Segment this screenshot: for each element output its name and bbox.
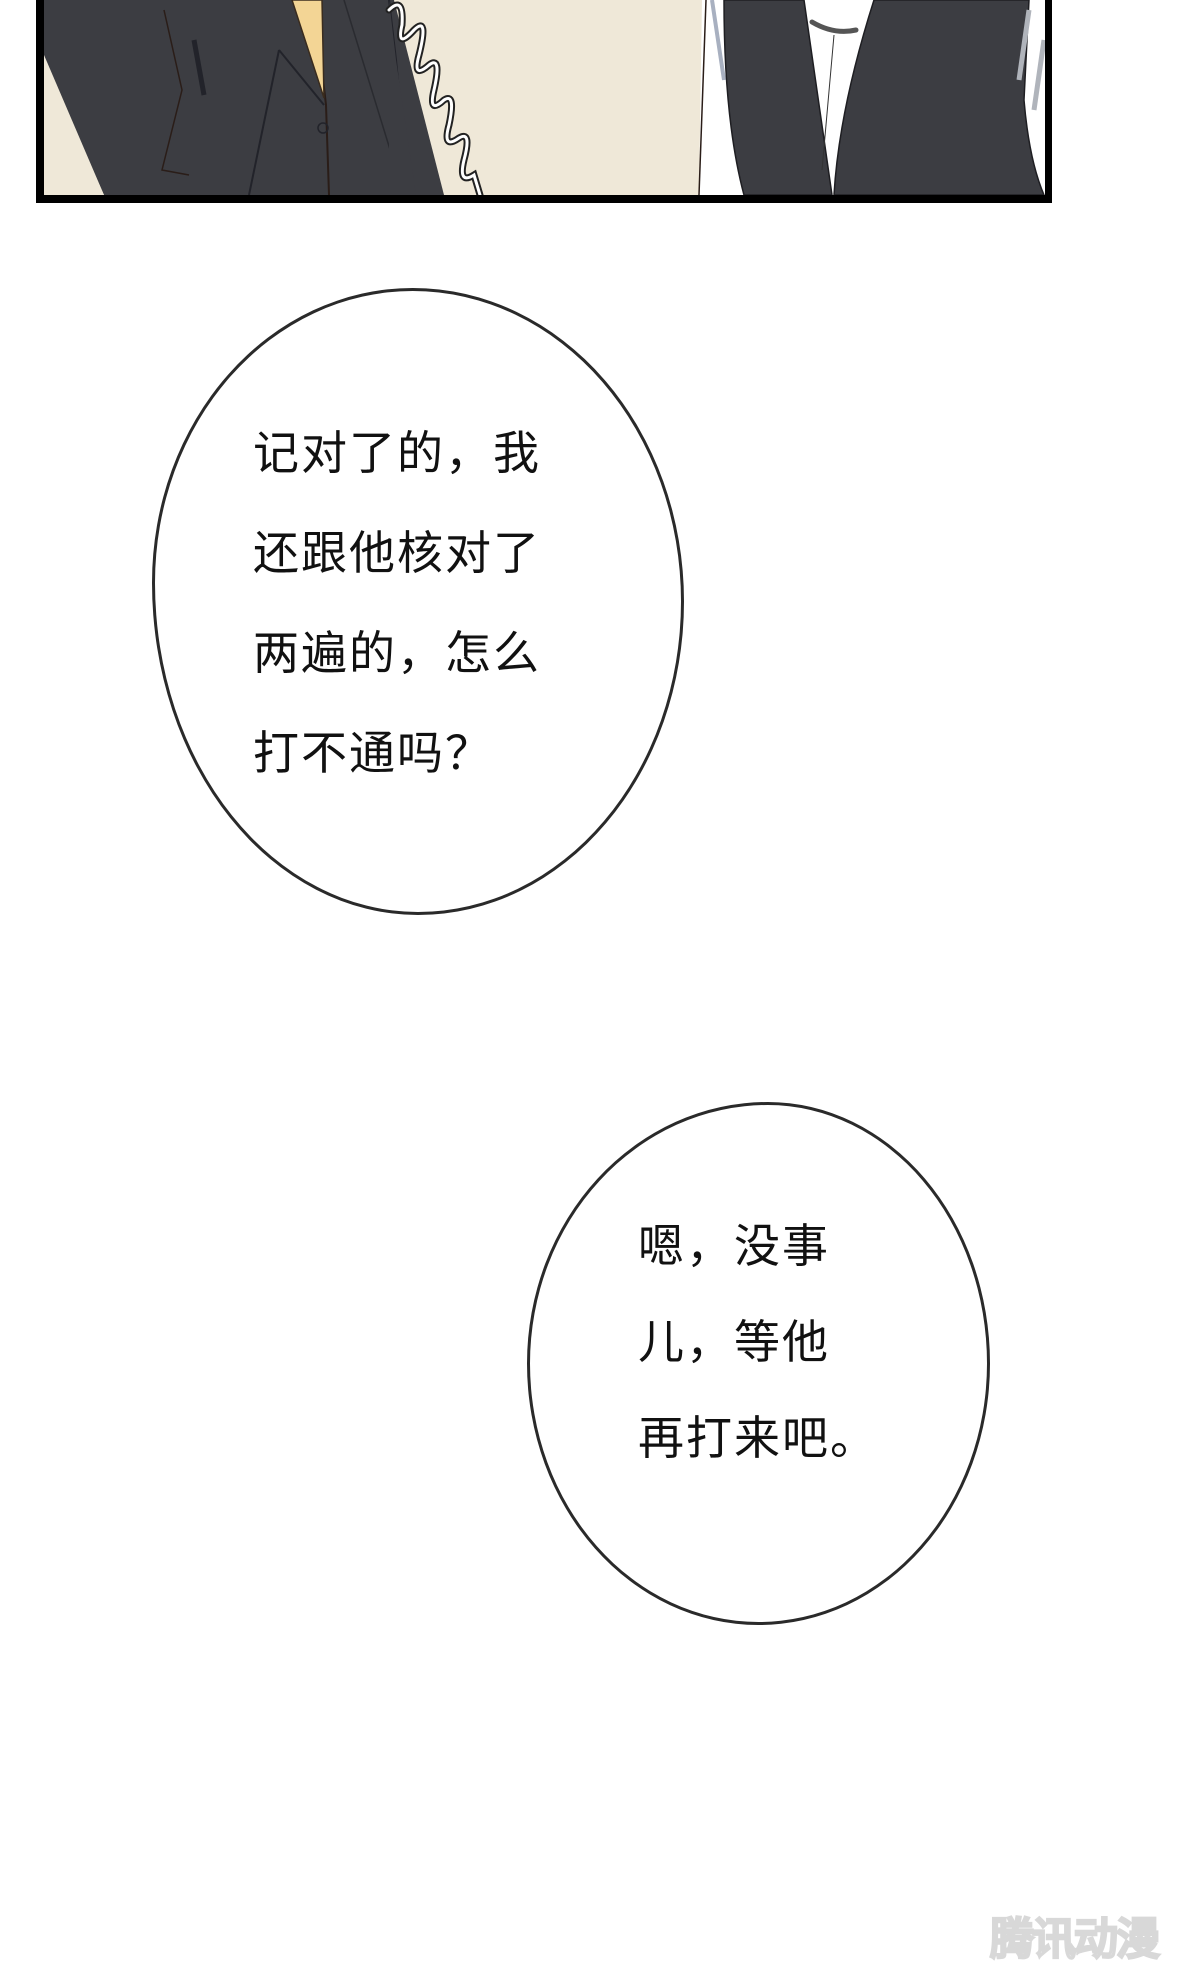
- comic-panel: [36, 0, 1052, 203]
- speech-bubble-2-text: 嗯，没事 儿，等他 再打来吧。: [638, 1198, 878, 1486]
- speech-bubble-1: 记对了的，我 还跟他核对了 两遍的，怎么 打不通吗？: [152, 288, 684, 915]
- bubble-2-line: 再打来吧。: [638, 1411, 878, 1465]
- suit-illustration: [44, 0, 1045, 195]
- watermark-logo: 腾讯动漫: [989, 1913, 1161, 1966]
- speech-bubble-1-text: 记对了的，我 还跟他核对了 两遍的，怎么 打不通吗？: [253, 403, 541, 803]
- speech-bubble-2: 嗯，没事 儿，等他 再打来吧。: [527, 1102, 990, 1625]
- bubble-2-line: 嗯，没事: [638, 1219, 830, 1273]
- bubble-1-line: 打不通吗？: [253, 726, 493, 780]
- bubble-2-line: 儿，等他: [638, 1315, 830, 1369]
- bubble-1-line: 还跟他核对了: [253, 526, 541, 580]
- bubble-1-line: 记对了的，我: [253, 426, 541, 480]
- bubble-1-line: 两遍的，怎么: [253, 626, 541, 680]
- panel-artwork: [44, 0, 1045, 195]
